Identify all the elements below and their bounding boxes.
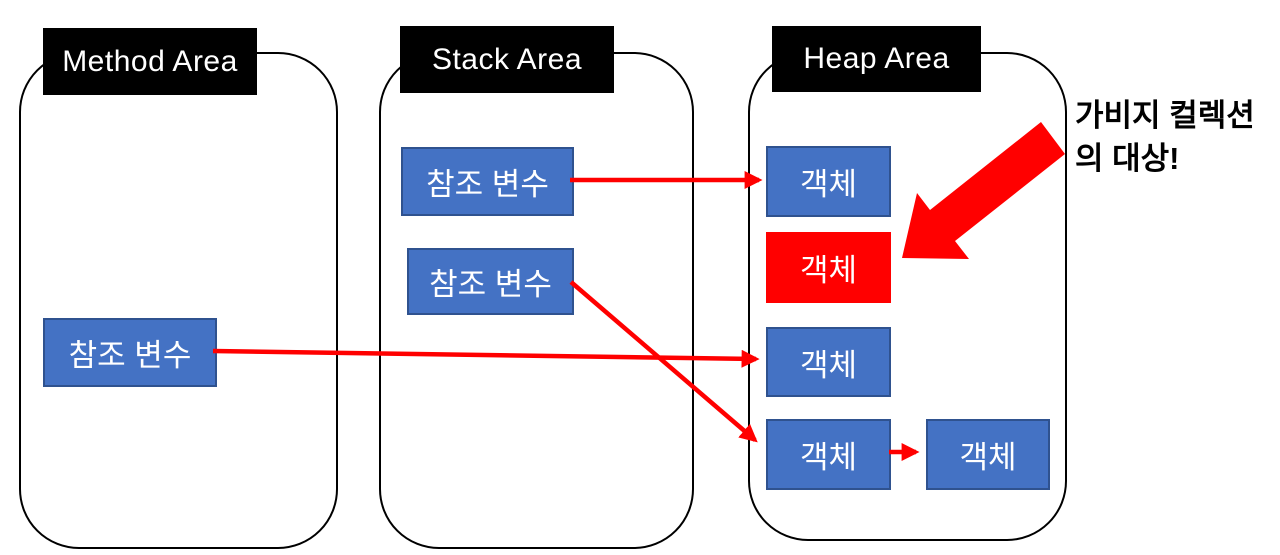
method-reference-variable-box: 참조 변수 [43, 318, 217, 387]
heap-object-box-3: 객체 [766, 419, 891, 490]
heap-object-box-garbage: 객체 [766, 232, 891, 303]
method-area-label: Method Area [43, 28, 257, 95]
annotation-line-1: 가비지 컬렉션 [1075, 98, 1255, 133]
heap-object-box-1: 객체 [766, 146, 891, 217]
heap-object-box-2: 객체 [766, 327, 891, 397]
garbage-collection-annotation: 가비지 컬렉션 의 대상! [1075, 94, 1280, 180]
stack-reference-variable-box-2: 참조 변수 [407, 248, 574, 315]
stack-reference-variable-box-1: 참조 변수 [401, 147, 574, 216]
annotation-line-2: 의 대상! [1075, 141, 1180, 176]
method-area-container [19, 52, 338, 549]
heap-object-box-4: 객체 [926, 419, 1050, 490]
heap-area-label: Heap Area [772, 26, 981, 92]
stack-area-label: Stack Area [400, 26, 614, 93]
